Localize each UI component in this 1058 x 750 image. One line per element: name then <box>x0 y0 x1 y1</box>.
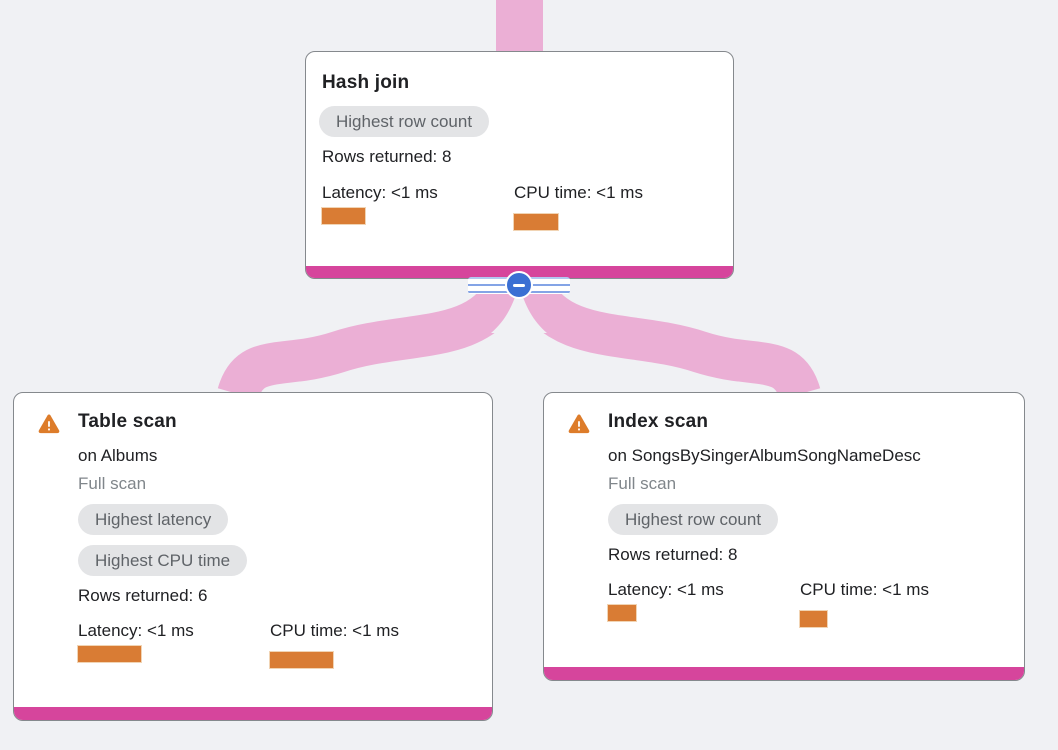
node-title: Index scan <box>608 411 709 432</box>
node-accent-bar <box>14 707 492 720</box>
cpu-bar <box>799 610 828 628</box>
plan-node-table-scan[interactable]: Table scan on Albums Full scan Highest l… <box>13 392 493 721</box>
warning-icon <box>38 414 60 434</box>
node-body: on SongsBySingerAlbumSongNameDesc Full s… <box>607 446 1008 628</box>
cpu-label: CPU time: <1 ms <box>514 183 643 202</box>
node-title: Table scan <box>78 411 177 432</box>
node-accent-bar <box>544 667 1024 680</box>
scan-type-note: Full scan <box>78 474 147 493</box>
warning-icon <box>568 414 590 434</box>
cpu-label: CPU time: <1 ms <box>270 621 399 640</box>
highlight-badge: Highest CPU time <box>78 545 248 576</box>
cpu-bar <box>513 213 559 231</box>
node-header: Index scan <box>568 411 1008 434</box>
cpu-metric: CPU time: <1 ms <box>513 183 706 231</box>
plan-node-index-scan[interactable]: Index scan on SongsBySingerAlbumSongName… <box>543 392 1025 681</box>
latency-label: Latency: <1 ms <box>322 183 438 202</box>
metrics-row: Latency: <1 ms CPU time: <1 ms <box>607 580 1008 628</box>
minus-icon <box>513 283 525 287</box>
cpu-bar <box>269 651 334 669</box>
cpu-metric: CPU time: <1 ms <box>799 580 992 628</box>
badge-stack: Highest latency Highest CPU time <box>78 504 476 576</box>
highlight-badge: Highest row count <box>319 106 490 137</box>
metrics-row: Latency: <1 ms CPU time: <1 ms <box>321 183 717 231</box>
latency-bar <box>321 207 366 225</box>
node-header: Table scan <box>38 411 476 434</box>
latency-bar <box>607 604 637 622</box>
cpu-label: CPU time: <1 ms <box>800 580 929 599</box>
collapse-button[interactable] <box>505 271 533 299</box>
rows-returned: Rows returned: 8 <box>608 545 738 564</box>
edge-gap-wedge <box>491 285 547 333</box>
rows-returned: Rows returned: 8 <box>322 147 452 166</box>
badge-stack: Highest row count <box>608 504 1008 535</box>
highlight-badge: Highest latency <box>78 504 229 535</box>
node-subtitle: on Albums <box>78 446 158 465</box>
edge-parent-to-hash-join <box>496 0 543 53</box>
edge-hash-join-to-table-scan <box>217 277 525 402</box>
latency-label: Latency: <1 ms <box>78 621 194 640</box>
latency-label: Latency: <1 ms <box>608 580 724 599</box>
scan-type-note: Full scan <box>608 474 677 493</box>
edge-hash-join-to-index-scan <box>513 277 821 402</box>
latency-bar <box>77 645 142 663</box>
node-body: on Albums Full scan Highest latency High… <box>77 446 476 669</box>
latency-metric: Latency: <1 ms <box>77 621 270 668</box>
rows-returned: Rows returned: 6 <box>78 586 208 605</box>
latency-metric: Latency: <1 ms <box>607 580 800 627</box>
cpu-metric: CPU time: <1 ms <box>269 621 462 669</box>
plan-node-hash-join[interactable]: Hash join Highest row count Rows returne… <box>305 51 734 279</box>
latency-metric: Latency: <1 ms <box>321 183 514 230</box>
node-subtitle: on SongsBySingerAlbumSongNameDesc <box>608 446 921 465</box>
highlight-badge: Highest row count <box>608 504 779 535</box>
metrics-row: Latency: <1 ms CPU time: <1 ms <box>77 621 476 669</box>
node-title: Hash join <box>322 72 410 93</box>
